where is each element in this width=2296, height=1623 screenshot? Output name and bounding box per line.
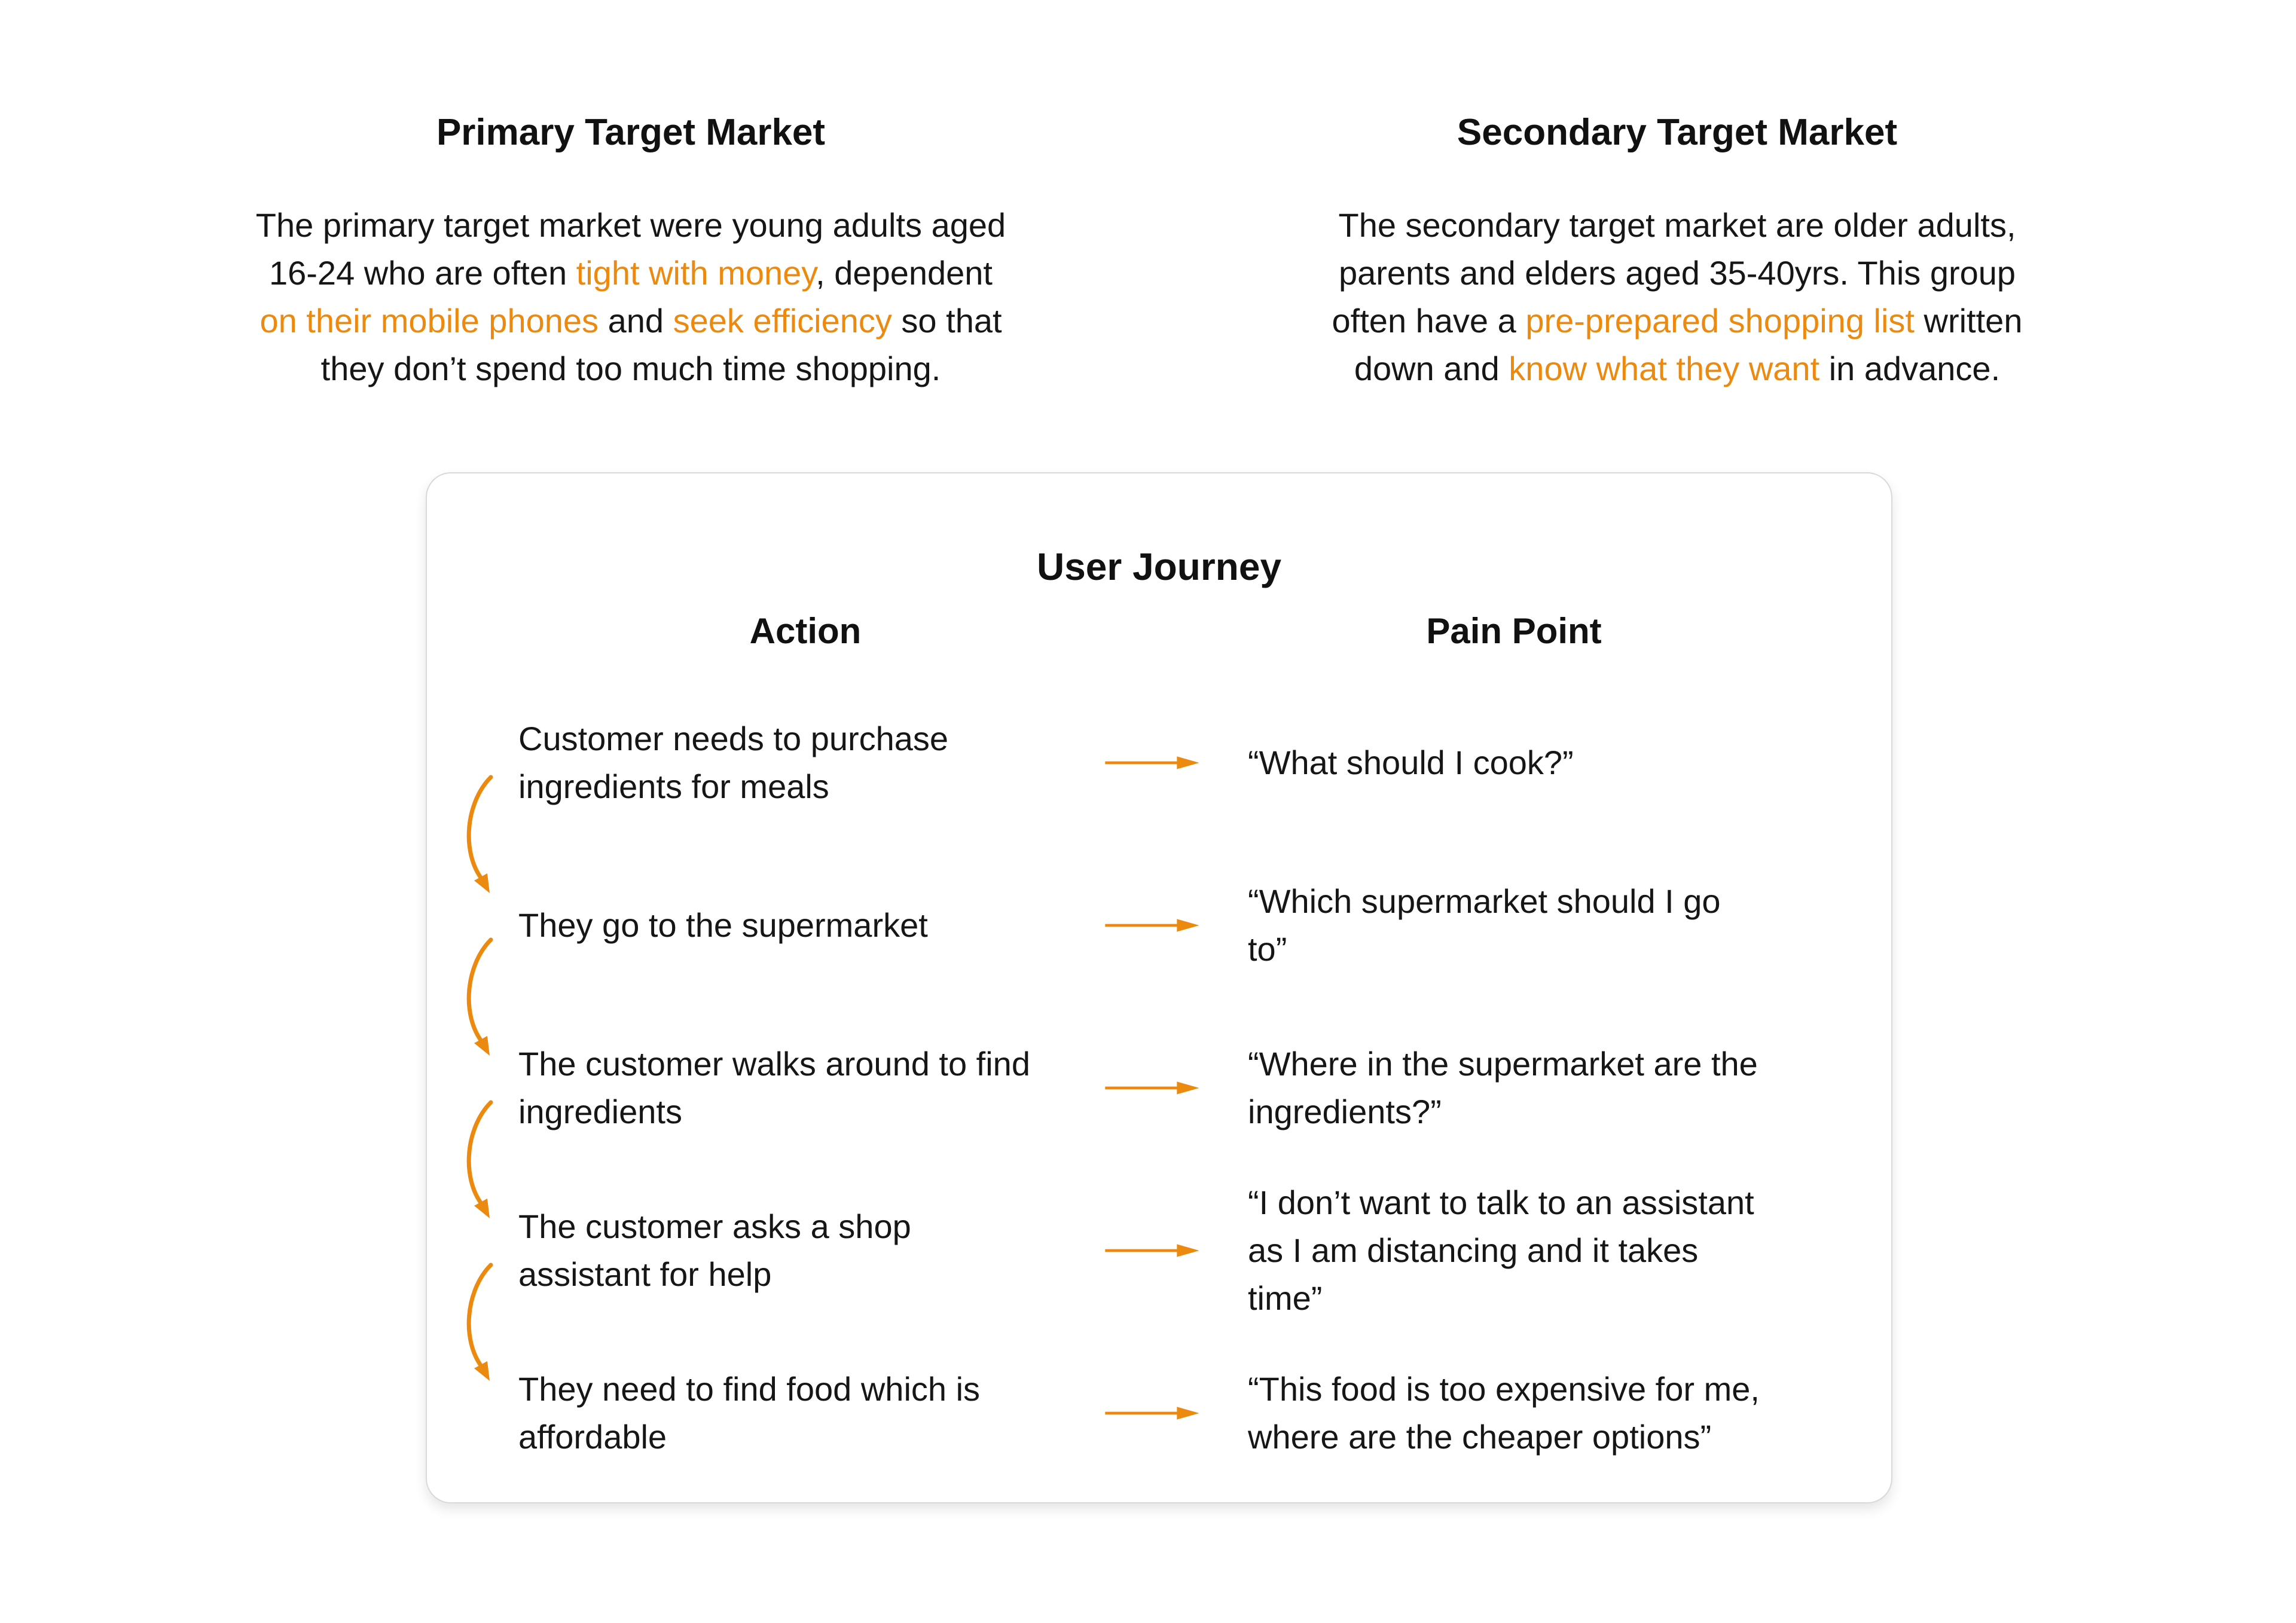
curved-connector-arrow-icon xyxy=(466,775,493,893)
right-arrow-icon xyxy=(1105,919,1199,932)
highlighted-text: tight with money xyxy=(576,254,816,292)
journey-pain-point-text: “Which supermarket should I go to” xyxy=(1248,882,1721,968)
plain-text: , dependent xyxy=(816,254,993,292)
right-arrow-icon xyxy=(1105,1244,1199,1257)
plain-text: and xyxy=(599,302,673,340)
highlighted-text: know what they want xyxy=(1509,350,1820,387)
action-to-pain-arrow xyxy=(1104,915,1200,936)
highlighted-text: on their mobile phones xyxy=(259,302,599,340)
highlighted-text: seek efficiency xyxy=(673,302,892,340)
journey-pain-point-text: “Where in the supermarket are the ingred… xyxy=(1248,1045,1758,1130)
plain-text: so that they don’t spend too much time s… xyxy=(320,302,1002,387)
user-journey-title: User Journey xyxy=(1036,545,1282,588)
pain-point-column-header: Pain Point xyxy=(1426,611,1602,651)
plain-text: written down and xyxy=(1354,302,2023,387)
journey-pain-point-text: “What should I cook?” xyxy=(1248,744,1574,781)
curved-connector-arrow-icon xyxy=(466,1100,493,1218)
curved-connector-arrow-icon xyxy=(466,1263,493,1381)
curved-connector-arrow-icon xyxy=(466,937,493,1056)
action-column-header: Action xyxy=(749,611,862,651)
journey-row: They go to the supermarket “Which superm… xyxy=(427,844,1891,1007)
journey-row: The customer walks around to find ingred… xyxy=(427,1007,1891,1169)
journey-action-text: Customer needs to purchase ingredients f… xyxy=(518,720,949,805)
primary-target-market-block: Primary Target Market The primary target… xyxy=(161,111,1100,393)
secondary-market-paragraph: The secondary target market are older ad… xyxy=(1208,201,2147,393)
action-to-pain-arrow xyxy=(1104,1240,1200,1261)
right-arrow-icon xyxy=(1105,1407,1199,1420)
target-markets-section: Primary Target Market The primary target… xyxy=(0,0,2296,393)
journey-action-text: The customer walks around to find ingred… xyxy=(518,1045,1030,1130)
primary-market-title: Primary Target Market xyxy=(436,112,826,153)
primary-market-paragraph: The primary target market were young adu… xyxy=(161,201,1100,393)
journey-action-text: They need to find food which is affordab… xyxy=(518,1370,981,1456)
journey-action-text: The customer asks a shop assistant for h… xyxy=(518,1208,911,1293)
journey-row: Customer needs to purchase ingredients f… xyxy=(427,681,1891,844)
secondary-target-market-block: Secondary Target Market The secondary ta… xyxy=(1208,111,2147,393)
user-journey-card: User Journey Action Pain Point Customer … xyxy=(426,472,1892,1503)
right-arrow-icon xyxy=(1105,756,1199,769)
plain-text: The secondary target market are older ad… xyxy=(1332,206,2016,340)
action-to-pain-arrow xyxy=(1104,752,1200,774)
header-spacer xyxy=(1104,610,1200,653)
action-to-pain-arrow xyxy=(1104,1402,1200,1424)
journey-row: They need to find food which is affordab… xyxy=(427,1332,1891,1494)
journey-rows: Customer needs to purchase ingredients f… xyxy=(427,681,1891,1494)
highlighted-text: pre-prepared shopping list xyxy=(1525,302,1915,340)
journey-row: The customer asks a shop assistant for h… xyxy=(427,1169,1891,1332)
journey-column-headers: Action Pain Point xyxy=(427,610,1891,653)
plain-text: The primary target market were young adu… xyxy=(255,206,1006,292)
journey-pain-point-text: “I don’t want to talk to an assistant as… xyxy=(1248,1184,1754,1317)
journey-pain-point-text: “This food is too expensive for me, wher… xyxy=(1248,1370,1760,1456)
right-arrow-icon xyxy=(1105,1081,1199,1095)
secondary-market-title: Secondary Target Market xyxy=(1457,112,1898,153)
journey-action-text: They go to the supermarket xyxy=(518,906,928,944)
plain-text: in advance. xyxy=(1819,350,2001,387)
action-to-pain-arrow xyxy=(1104,1077,1200,1099)
